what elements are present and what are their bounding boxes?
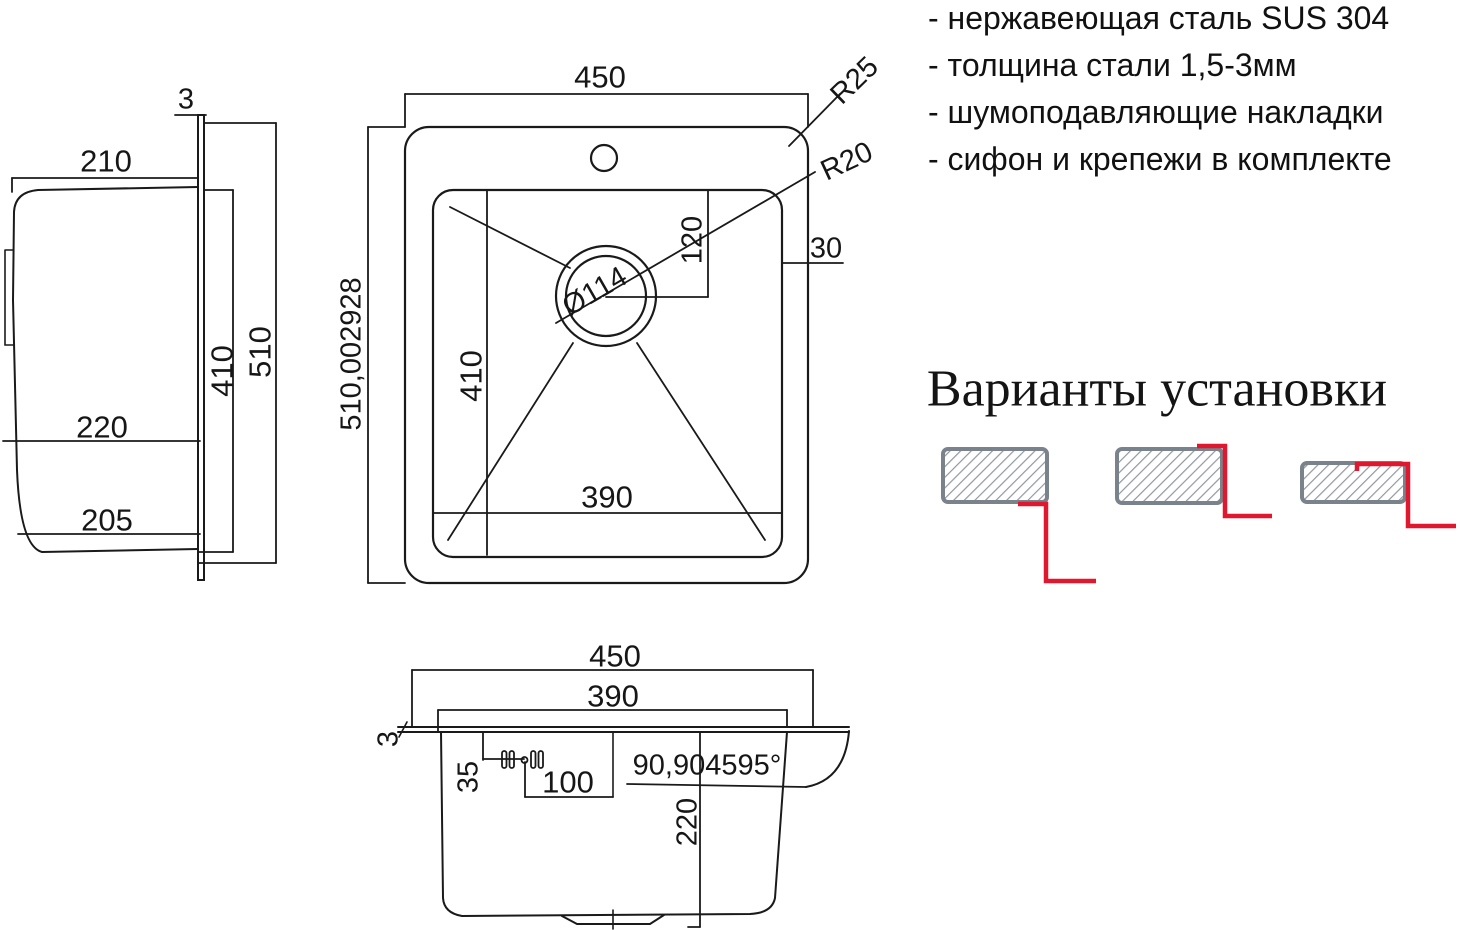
installation-variants — [941, 443, 1456, 584]
side-view-drawing — [2, 114, 277, 581]
front-dimension-lines — [411, 669, 814, 928]
plan-bowl — [431, 188, 784, 559]
plan-view-drawing — [367, 93, 844, 585]
dim-plan-length: 510,002928 — [335, 277, 368, 431]
front-corner-arc — [805, 730, 850, 788]
dim-side-depth-bottom: 205 — [81, 502, 133, 538]
installation-variant-overmount — [1300, 461, 1456, 529]
spec-item-pads: - шумоподавляющие накладки — [928, 94, 1384, 130]
installation-variant-undermount — [941, 447, 1096, 584]
sink-rim-line — [1354, 461, 1456, 529]
side-bowl-profile — [11, 186, 199, 554]
spec-item-thickness: - толщина стали 1,5-3мм — [928, 47, 1297, 83]
plan-dimension-lines — [367, 93, 844, 584]
dim-plan-bowl-width: 390 — [581, 479, 633, 515]
side-bowl-edge-detail — [4, 249, 14, 346]
dim-side-inner-length: 410 — [204, 345, 240, 397]
countertop-section — [1115, 447, 1224, 505]
spec-list: - нержавеющая сталь SUS 304 - толщина ст… — [928, 0, 1392, 183]
drain-inner-circle — [564, 254, 648, 338]
dim-front-depth: 220 — [671, 797, 704, 847]
sink-rim-line — [1197, 443, 1272, 519]
dim-side-depth-mid: 220 — [76, 409, 128, 445]
dim-front-bowl-width: 390 — [587, 678, 639, 714]
dim-side-outer-length: 510 — [242, 326, 278, 378]
dim-drain-offset: 120 — [676, 215, 709, 265]
plan-outer-rim — [403, 125, 810, 585]
drain-outer-circle — [554, 244, 658, 348]
dim-clip-spacing: 100 — [542, 764, 594, 800]
front-view-drawing — [397, 669, 850, 930]
dim-front-rim-thickness: 3 — [372, 730, 405, 748]
faucet-hole — [589, 143, 619, 173]
dim-edge-gap: 30 — [809, 232, 843, 265]
spec-item-included: - сифон и крепежи в комплекте — [928, 141, 1392, 177]
plan-diagonals — [447, 93, 841, 541]
sink-rim-line — [1018, 501, 1096, 584]
dim-front-width: 450 — [589, 638, 641, 674]
countertop-section — [1300, 461, 1407, 504]
dim-wall-angle: 90,904595° — [632, 749, 782, 782]
front-bowl-outline — [440, 731, 788, 918]
side-dimension-lines — [2, 114, 277, 564]
dim-clip-offset: 35 — [452, 760, 485, 794]
dim-side-depth-top: 210 — [80, 143, 132, 179]
dim-plan-width: 450 — [574, 59, 626, 95]
spec-item-material: - нержавеющая сталь SUS 304 — [928, 0, 1390, 36]
dim-side-thickness: 3 — [177, 83, 195, 116]
installation-title: Варианты установки — [926, 360, 1388, 418]
side-rim-plate — [197, 114, 205, 581]
dim-plan-bowl-length: 410 — [453, 350, 489, 402]
installation-variant-flushmount — [1115, 443, 1272, 519]
countertop-section — [941, 447, 1049, 504]
